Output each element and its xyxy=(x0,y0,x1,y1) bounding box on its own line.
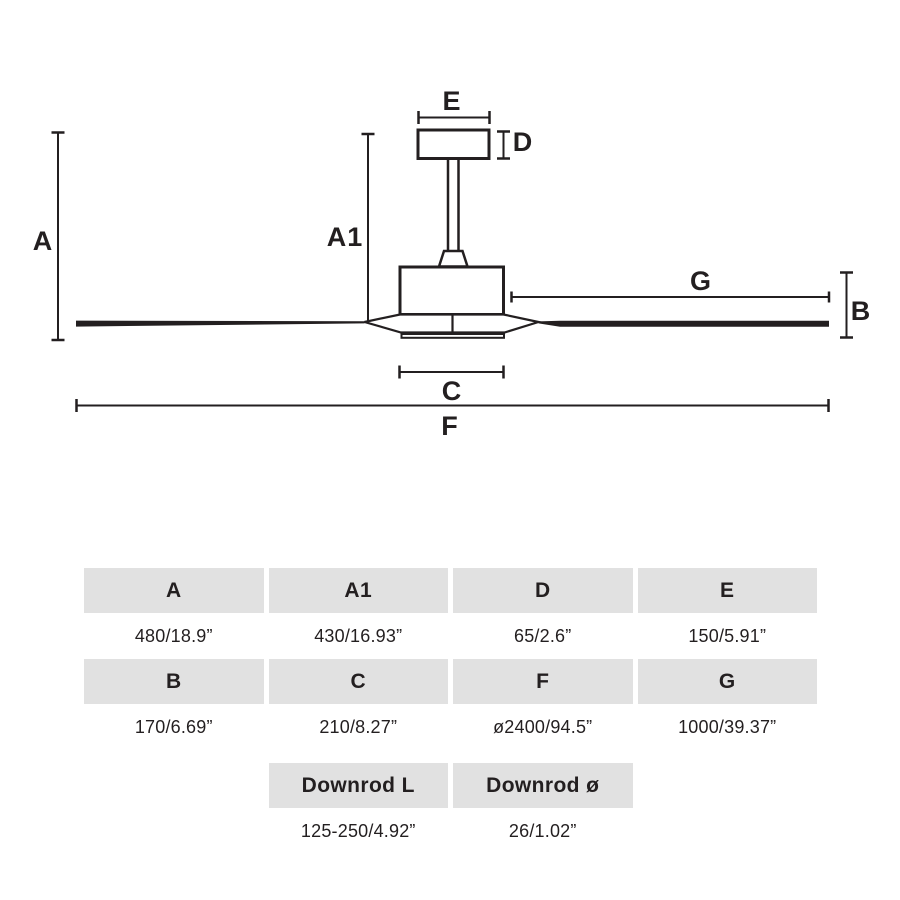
table-value-row-2: 170/6.69” 210/8.27” ø2400/94.5” 1000/39.… xyxy=(84,704,817,750)
table-header-g: G xyxy=(637,659,817,704)
dim-label-a1: A1 xyxy=(327,222,364,252)
table-header-a: A xyxy=(84,568,264,613)
table-value-g: 1000/39.37” xyxy=(678,716,777,737)
dim-line-a xyxy=(51,131,65,342)
dim-label-d: D xyxy=(513,127,534,157)
dimension-labels: A A1 E D G B C F xyxy=(33,86,872,441)
bottom-plate xyxy=(400,333,505,339)
dim-label-f: F xyxy=(441,411,459,441)
table-value-f: ø2400/94.5” xyxy=(493,716,593,737)
table-empty-cell xyxy=(84,763,264,808)
table-header-row-1: A A1 D E xyxy=(84,568,817,613)
table-empty-cell xyxy=(84,808,264,854)
table-header-d: D xyxy=(453,568,633,613)
dim-line-b xyxy=(840,271,853,339)
dim-line-c xyxy=(398,365,505,379)
table-section-spacer xyxy=(84,750,817,763)
table-value-row-1: 480/18.9” 430/16.93” 65/2.6” 150/5.91” xyxy=(84,613,817,659)
table-value-b: 170/6.69” xyxy=(134,716,213,737)
dim-line-g xyxy=(510,291,831,303)
table-empty-cell xyxy=(638,808,818,854)
table-value-downrod-length: 125-250/4.92” xyxy=(300,820,416,841)
dim-label-e: E xyxy=(442,86,461,116)
dim-label-c: C xyxy=(442,376,463,406)
table-header-downrod-length: Downrod L xyxy=(268,763,448,808)
downrod-coupler xyxy=(437,249,470,268)
dim-line-d xyxy=(497,130,510,160)
dim-label-g: G xyxy=(690,266,712,296)
table-value-downrod-diameter: 26/1.02” xyxy=(508,820,577,841)
dim-line-f xyxy=(75,399,830,412)
motor-housing xyxy=(398,265,505,316)
table-header-downrod-diameter: Downrod ø xyxy=(453,763,633,808)
table-value-e: 150/5.91” xyxy=(688,625,767,646)
table-header-row-3: Downrod L Downrod ø xyxy=(84,763,817,808)
dim-label-a: A xyxy=(33,226,54,256)
table-header-b: B xyxy=(84,659,264,704)
table-value-a1: 430/16.93” xyxy=(314,625,403,646)
table-header-f: F xyxy=(453,659,633,704)
dim-line-e xyxy=(417,111,491,124)
fan-body xyxy=(76,128,829,339)
table-header-row-2: B C F G xyxy=(84,659,817,704)
table-header-c: C xyxy=(268,659,448,704)
dim-label-b: B xyxy=(851,296,872,326)
dimension-lines xyxy=(51,111,853,412)
table-value-a: 480/18.9” xyxy=(134,625,213,646)
table-header-e: E xyxy=(637,568,817,613)
table-empty-cell xyxy=(638,763,818,808)
fan-diagram: A A1 E D G B C F xyxy=(33,86,872,441)
blade-right xyxy=(538,320,829,327)
table-header-a1: A1 xyxy=(268,568,448,613)
table-value-c: 210/8.27” xyxy=(319,716,398,737)
table-value-row-3: 125-250/4.92” 26/1.02” xyxy=(84,808,817,854)
table-value-d: 65/2.6” xyxy=(514,625,572,646)
dimension-table: A A1 D E 480/18.9” 430/16.93” 65/2.6” 15… xyxy=(84,568,817,854)
canopy xyxy=(416,128,491,160)
blade-left xyxy=(76,320,365,327)
dim-line-a1 xyxy=(361,132,375,321)
